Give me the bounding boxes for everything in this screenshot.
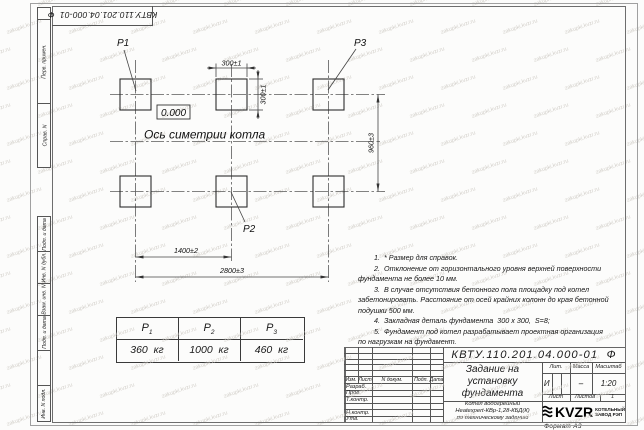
note-line: фундамента не более 10 мм. [358, 274, 458, 283]
row-tkontr: Т.контр. [346, 396, 369, 403]
note-line: 3. В случае отсутствия бетонного пола пл… [374, 284, 590, 294]
logo-subtitle: КОТЕЛЬНЫЙ ЗАВОД РЭП [595, 406, 625, 417]
row-prov: Пров. [346, 390, 361, 397]
note-line: 5. Фундамент под котел разрабатывает про… [374, 326, 603, 336]
dim-960: 960±3 [367, 133, 376, 153]
massa-header: Масса [572, 364, 590, 370]
masshtab-value: 1:20 [600, 378, 617, 388]
note-line: 2. Отклонение от горизонтального уровня … [374, 263, 602, 273]
listov-value: 1 [610, 394, 615, 401]
col-doc: N докум. [381, 376, 403, 383]
logo-kvzr-text: KVZR [554, 403, 594, 420]
notes-block: 1. * Размер для справок. 2. Отклонение о… [358, 253, 638, 348]
note-line: подушки 500 мм. [358, 305, 415, 315]
col-izm: Изм. [345, 376, 357, 383]
dimension-arrows [135, 66, 380, 279]
mass-table-header-p3: Р [266, 322, 274, 334]
dim-300-right: 300±1 [259, 85, 268, 105]
col-list: Лист [358, 376, 372, 383]
lit-header: Лит. [549, 364, 563, 370]
logo: KVZR КОТЕЛЬНЫЙ ЗАВОД РЭП [542, 401, 625, 422]
mass-value-p1: 360 кг [130, 344, 164, 356]
row-utv: Утв. [346, 416, 359, 423]
note-line: 1. * Размер для справок. [374, 253, 458, 262]
lit-value: И [543, 378, 550, 388]
row-nkontr: Н.контр. [346, 409, 370, 416]
mass-table-header-p2: Р [203, 322, 211, 334]
col-podp: Подп. [414, 376, 428, 383]
dim-1400: 1400±2 [174, 246, 198, 255]
logo-waves-icon [542, 405, 553, 418]
level-mark-text: 0.000 [161, 108, 186, 119]
title-name: Задание на установку фундамента [461, 363, 524, 399]
note-line: забетонировать. Расстояние от осей крайн… [358, 295, 609, 304]
format-label: Формат А3 [544, 423, 582, 430]
foundation-squares [119, 78, 345, 208]
massa-value: – [578, 378, 584, 388]
mass-value-p2: 1000 кг [189, 344, 229, 356]
dim-300-top: 300±1 [222, 59, 242, 68]
masshtab-header: Масштаб [595, 364, 622, 370]
dimension-lines [123, 48, 379, 278]
label-p3: P3 [354, 38, 367, 49]
outer-border [30, 3, 638, 426]
drawing-frame [52, 6, 626, 423]
note-line: по нагрузкам на фундамент. [358, 337, 457, 346]
col-data: Дата [429, 376, 444, 383]
list-label: Лист [548, 394, 564, 401]
dim-2800: 2800±3 [219, 266, 244, 275]
title-designation: КВТУ.110.201.04.000-01 Ф [451, 348, 617, 361]
note-line: 4. Закладная деталь фундамента 300 x 300… [374, 316, 550, 325]
label-p1: P1 [117, 38, 129, 49]
label-p2: P2 [243, 224, 256, 235]
mass-table-header-p1: Р [141, 322, 149, 334]
row-razrab: Разраб. [346, 383, 367, 390]
listov-label: Листов [574, 394, 596, 401]
title-object: Котел водогрейный Heatexpert-КВр-1,28-КБ… [455, 401, 530, 421]
level-mark-box [156, 104, 191, 120]
mass-value-p3: 460 кг [254, 344, 289, 356]
centerlines [110, 60, 385, 282]
axis-label: Ось симетрии котла [144, 128, 265, 142]
